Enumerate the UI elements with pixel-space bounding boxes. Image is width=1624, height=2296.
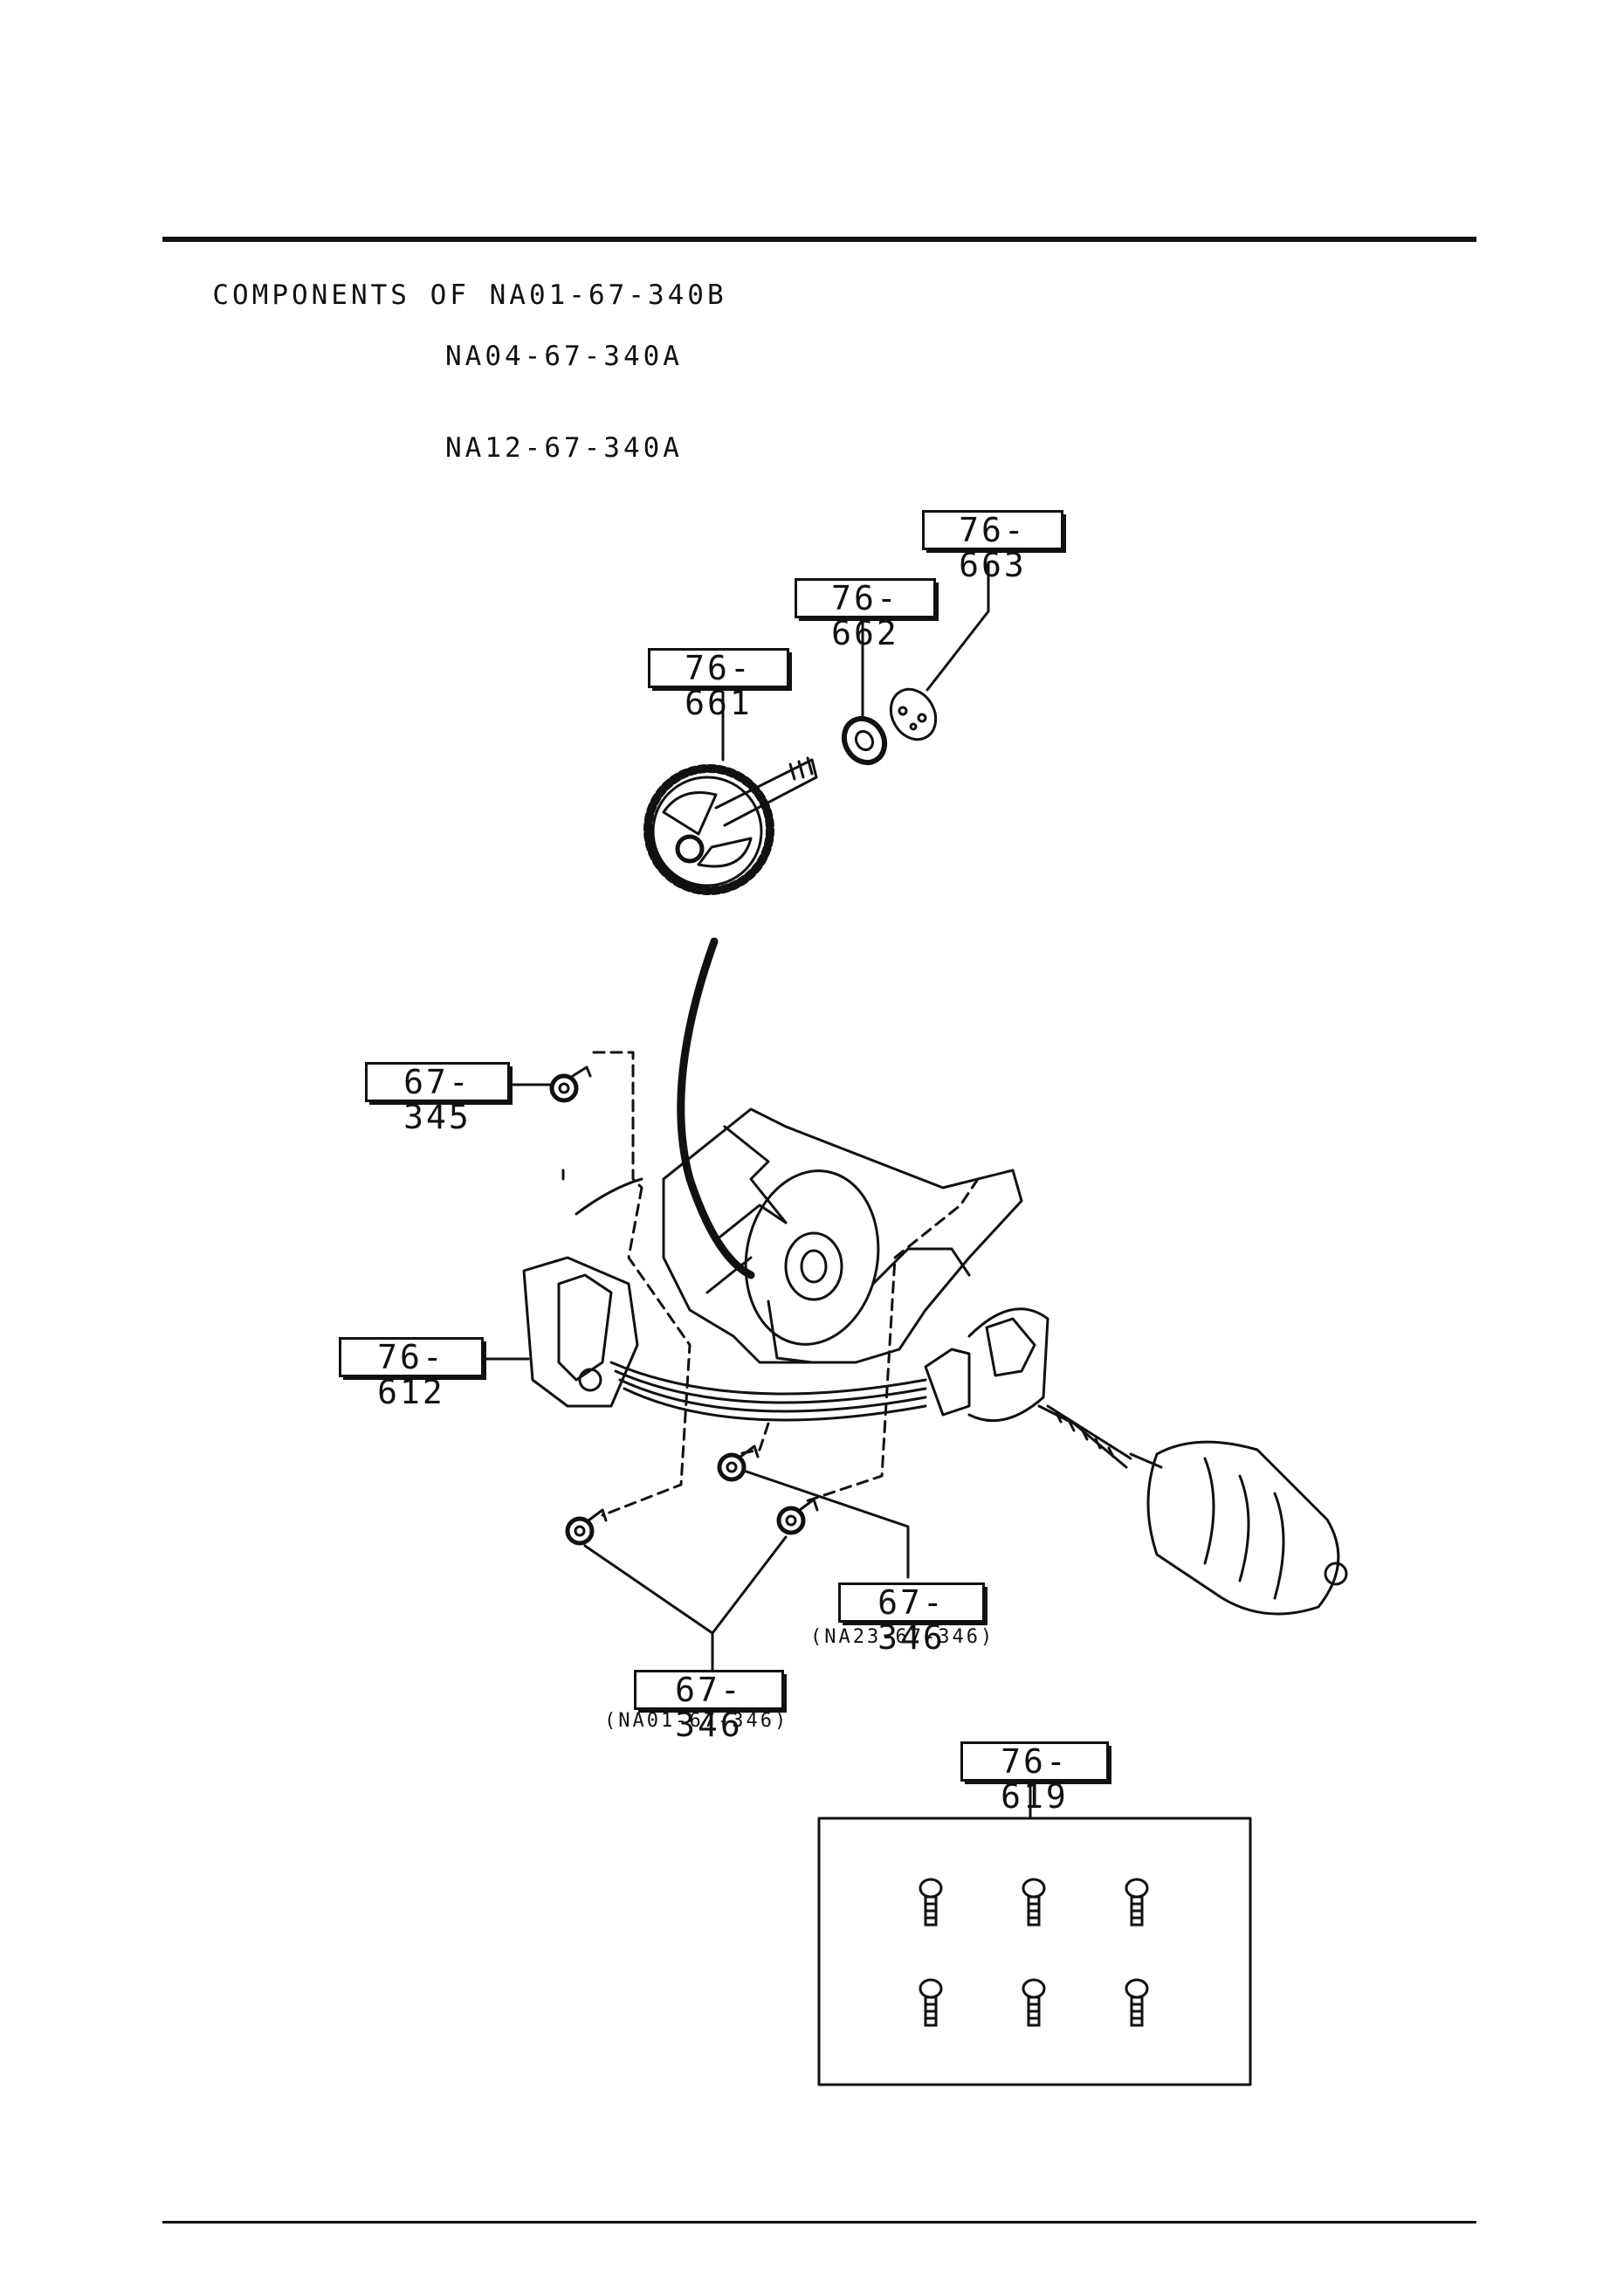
screw-icon-2 — [1022, 1878, 1046, 1927]
top-rule — [162, 237, 1476, 242]
screw-icon-1 — [919, 1878, 943, 1927]
nut-67-345-icon — [549, 1065, 592, 1103]
leader-76-663 — [926, 561, 990, 692]
dashed-guide-nut-c — [736, 1422, 770, 1456]
gear-76-661-icon — [643, 756, 818, 895]
header-part-number-2: NA04-67-340A — [445, 341, 683, 372]
callout-67-346-upper: 67-346 — [838, 1582, 987, 1655]
screw-set-icons — [919, 1878, 1149, 2027]
screw-icon-6 — [1125, 1978, 1149, 2027]
screw-icon-3 — [1125, 1878, 1149, 1927]
screw-set-box — [817, 1817, 1252, 2086]
header-prefix: COMPONENTS OF — [212, 279, 470, 311]
dashed-guide-nut-b — [802, 1177, 980, 1504]
header-part-number-1: NA01-67-340B — [489, 279, 727, 311]
nut-67-346-left-icon — [565, 1508, 608, 1546]
nut-67-346-right-icon — [776, 1498, 819, 1535]
brush-holder-icon — [924, 1307, 1049, 1423]
screw-icon-5 — [1022, 1978, 1046, 2027]
leader-67-346-lower — [583, 1535, 788, 1674]
header-part-number-3: NA12-67-340A — [445, 432, 683, 464]
drive-cable — [677, 937, 755, 1279]
callout-67-346-upper-note: (NA23-67-346) — [810, 1626, 995, 1648]
wiring-harness-76-612-icon — [522, 1177, 927, 1422]
callout-67-346-lower-note: (NA01-67-346) — [604, 1710, 789, 1732]
callout-76-619: 76-619 — [960, 1741, 1111, 1814]
screw-icon-4 — [919, 1978, 943, 2027]
washer-76-663-icon — [889, 687, 938, 741]
motor-armature-icon — [1037, 1404, 1348, 1616]
leader-67-346-upper — [742, 1469, 910, 1579]
components-header: COMPONENTS OF NA01-67-340B NA04-67-340A … — [173, 250, 727, 494]
nut-67-346-center-icon — [717, 1444, 760, 1482]
callout-67-346-lower: 67-346 — [634, 1670, 787, 1742]
callout-76-661: 76-661 — [648, 648, 792, 721]
washer-76-662-icon — [841, 715, 888, 766]
motor-housing-icon — [662, 1107, 1023, 1364]
callout-76-663: 76-663 — [922, 510, 1066, 583]
bottom-rule — [162, 2221, 1476, 2224]
callout-76-662: 76-662 — [795, 578, 939, 651]
callout-76-612: 76-612 — [339, 1337, 486, 1410]
dashed-guide-housing — [601, 1186, 692, 1517]
callout-67-345: 67-345 — [365, 1062, 513, 1134]
dashed-guide-67-345 — [592, 1051, 643, 1189]
